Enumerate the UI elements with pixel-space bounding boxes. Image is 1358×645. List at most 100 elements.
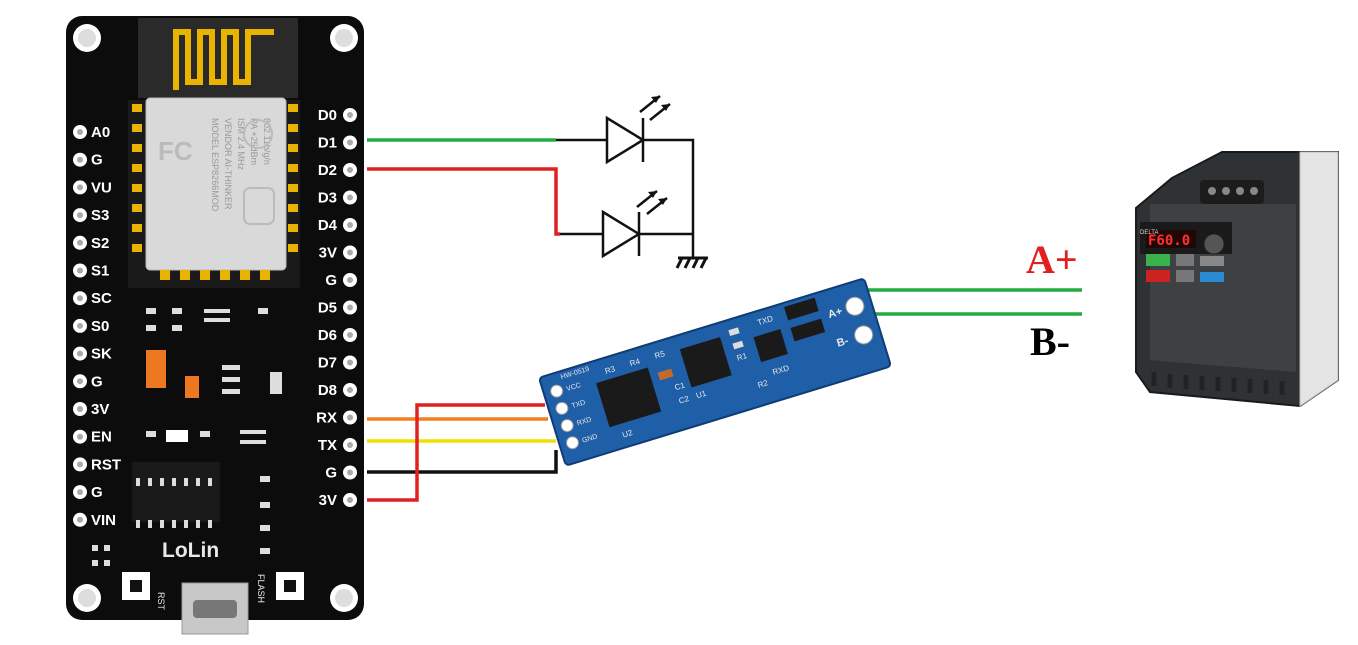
right-pin: 3V [319,245,357,262]
wire-3v-red [367,403,545,502]
vfd-stop-button[interactable] [1146,270,1170,282]
right-pin-label: D1 [318,135,337,152]
left-pin-label: VU [91,179,112,196]
rs485-chip-label: C1 [674,380,687,392]
right-pin: D1 [318,135,357,152]
flash-button[interactable] [276,572,304,600]
rs485-chip-label: R5 [653,349,666,361]
left-pin: G [73,373,103,390]
ic-u2 [596,367,662,428]
rs485-chip-label: R4 [629,357,642,369]
wire-d2-red [367,167,560,236]
rs485-pin-label: RXD [576,416,592,427]
left-pin-label: SK [91,346,112,363]
left-pin: S2 [73,235,109,252]
vfd-run-button[interactable] [1146,254,1170,266]
right-pin-label: TX [318,437,337,454]
left-pin: 3V [73,401,109,418]
right-pin: D3 [318,190,357,207]
module-text-line: MODEL ESP8266MOD [210,118,220,212]
rs485-chip-label: R1 [736,351,749,363]
left-pin: SC [73,290,112,307]
b-minus-label: B- [1030,319,1070,364]
tvs-diode-2 [790,318,826,342]
wifi-logo-icon [243,187,275,225]
module-text-line: PA +25dBm [249,118,259,165]
right-pin-label: D5 [318,300,337,317]
right-pin: D2 [318,162,357,179]
right-pin: D6 [318,327,357,344]
vfd-display [1146,230,1196,248]
rs485-chip-label: U2 [621,428,634,440]
right-pin: D5 [318,300,357,317]
rs485-pin-label: GND [581,433,598,444]
right-pin: D8 [318,382,357,399]
rst-button[interactable] [122,572,150,600]
vfd-mode-button[interactable] [1200,256,1224,266]
left-pin: G [73,484,103,501]
right-pin: D7 [318,355,357,372]
left-pin-label: EN [91,429,112,446]
right-pin: 3V [319,492,357,509]
ic-u1 [679,337,732,388]
right-pin-label: D4 [318,217,338,234]
left-pin-label: RST [91,456,121,473]
right-pin: D4 [318,217,357,234]
left-pin: A0 [73,124,110,141]
micro-usb-port [181,582,249,635]
left-pin-label: VIN [91,512,116,529]
left-pin-label: SC [91,290,112,307]
vfd-up-button[interactable] [1176,254,1194,266]
left-pin-label: S1 [91,263,109,280]
left-pin-label: G [91,373,103,390]
a-plus-label: A+ [1026,237,1078,282]
left-pin-label: S3 [91,207,109,224]
left-pin-label: G [91,484,103,501]
antenna-trace [138,18,298,98]
right-pin: TX [318,437,357,454]
rs485-chip-label: U1 [695,389,708,401]
left-pin: VIN [73,512,116,529]
right-pin: G [325,465,357,482]
vfd-inverter: F60.0 DELTA [1135,151,1339,408]
module-castellated-pads [132,104,298,280]
left-pin: S3 [73,207,109,224]
led-wiring [556,138,695,258]
wire-gnd-black [367,450,558,474]
tvs-diode-1 [784,297,819,321]
right-pin-label: G [325,465,337,482]
left-pin-label: S0 [91,318,109,335]
left-pin: RST [73,456,121,473]
left-pin-label: 3V [91,401,109,418]
vfd-dial [1203,233,1225,255]
led-2 [601,190,668,259]
rs485-chip-label: R2 [757,378,770,390]
vfd-side-panel [1299,151,1339,407]
right-pin: D0 [318,107,357,124]
left-pin-label: A0 [91,124,110,141]
wires [367,138,1082,502]
rs485-chip-label: R3 [604,364,617,376]
vfd-brand-text: DELTA [1140,230,1158,236]
rs485-terminals [845,296,874,345]
module-text-line: ISM 2.4 MHz [236,118,246,171]
fcc-logo-icon: FC [158,136,193,166]
rst-label: RST [156,592,166,611]
rs485-terminal-label: A+ [827,305,844,321]
vfd-down-button[interactable] [1176,270,1194,282]
right-pin-label: D0 [318,107,337,124]
right-pin-label: D7 [318,355,337,372]
left-pin: VU [73,179,112,196]
vfd-display-text: F60.0 [1148,233,1190,249]
left-pin: EN [73,429,112,446]
smd-components [92,308,282,566]
capacitor-orange [146,350,166,388]
vfd-enter-button[interactable] [1200,272,1224,282]
led-1 [605,95,671,165]
